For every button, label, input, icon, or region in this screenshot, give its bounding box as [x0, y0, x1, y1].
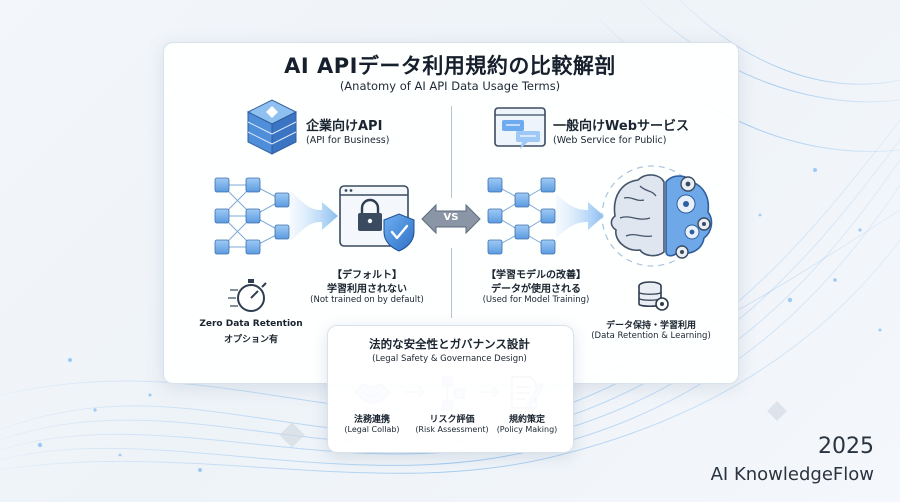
flow-arrow-public: [556, 194, 604, 238]
footer-brand: AI KnowledgeFlow: [710, 464, 874, 485]
vs-label: VS: [443, 212, 459, 223]
step-legal-label: 法務連携: [353, 415, 390, 425]
business-subheading: (API for Business): [306, 135, 390, 146]
step-risk-label: リスク評価: [429, 415, 475, 425]
page-title: AI APIデータ利用規約の比較解剖: [284, 54, 616, 78]
training-label: 【学習モデルの改善】: [486, 270, 586, 281]
not-trained-label: 学習利用されない: [327, 284, 407, 295]
not-trained-english: (Not trained on by default): [310, 295, 424, 305]
retention-label: データ保持・学習利用: [605, 321, 696, 331]
footer-year: 2025: [818, 434, 874, 459]
default-label: 【デフォルト】: [332, 270, 402, 281]
center-divider-lower: [451, 248, 452, 318]
chat-monitor-icon: [494, 107, 546, 149]
zdr-option-label: オプション有: [223, 335, 278, 345]
brain-gears-icon: [601, 165, 713, 267]
page-subtitle: (Anatomy of AI API Data Usage Terms): [339, 79, 561, 93]
public-heading: 一般向けWebサービス: [553, 119, 689, 134]
retention-english: (Data Retention & Learning): [591, 331, 711, 341]
public-subheading: (Web Service for Public): [553, 135, 667, 146]
lock-shield-window-icon: [339, 185, 415, 252]
stopwatch-icon: [228, 279, 267, 312]
data-used-english: (Used for Model Training): [482, 295, 590, 305]
center-divider: [451, 106, 452, 198]
step-risk-english: (Risk Assessment): [415, 425, 489, 434]
business-heading: 企業向けAPI: [306, 119, 383, 134]
governance-title: 法的な安全性とガバナンス設計: [369, 337, 530, 351]
step-policy-label: 規約策定: [508, 415, 545, 425]
database-gear-icon: [638, 281, 669, 311]
governance-card: [327, 325, 574, 453]
zdr-label: Zero Data Retention: [199, 319, 303, 329]
governance-subtitle: (Legal Safety & Governance Design): [372, 354, 527, 364]
flow-arrow-business: [290, 190, 338, 242]
cube-nodes-public: [487, 177, 556, 255]
step-policy-english: (Policy Making): [496, 425, 558, 434]
vs-double-arrow-icon: [421, 203, 481, 235]
cube-nodes-business: [214, 177, 290, 255]
step-legal-english: (Legal Collab): [344, 425, 400, 434]
server-cube-icon: [246, 99, 298, 155]
data-used-label: データが使用される: [491, 284, 581, 295]
